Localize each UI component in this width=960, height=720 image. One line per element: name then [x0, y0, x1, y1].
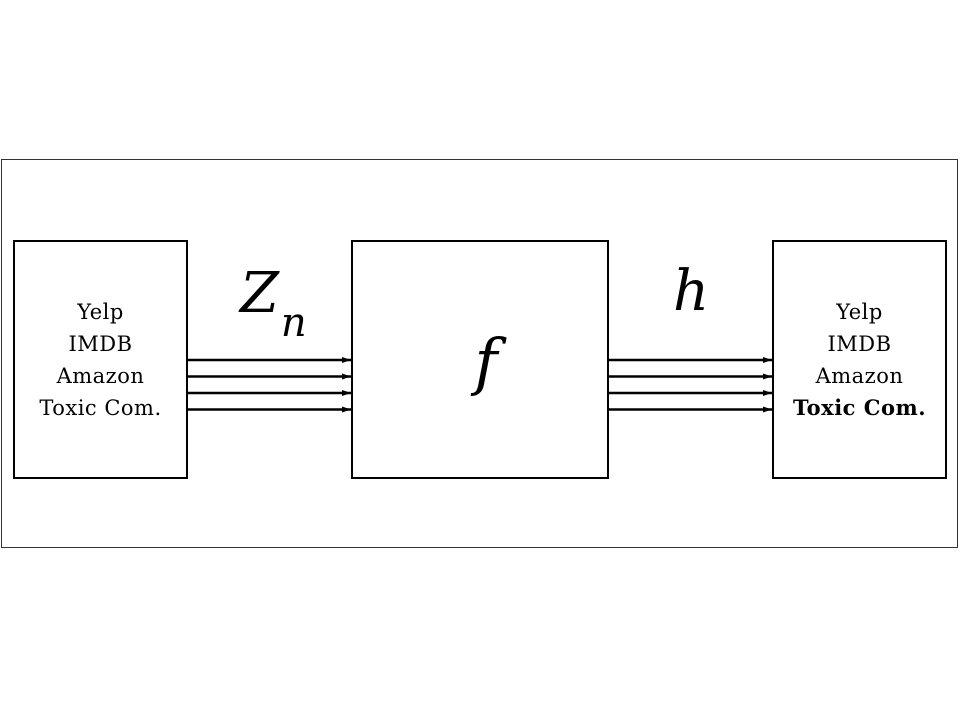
input-variable-subscript: n: [280, 300, 307, 346]
output-variable-label: h: [673, 259, 710, 324]
output-datasets-box: Yelp IMDB Amazon Toxic Com.: [772, 240, 947, 479]
output-dataset-amazon: Amazon: [815, 363, 904, 388]
input-variable-base: Z: [240, 261, 279, 326]
diagram-frame: [1, 159, 958, 548]
output-arrows: [609, 357, 772, 413]
input-dataset-yelp: Yelp: [77, 299, 124, 324]
input-variable-label: Zn: [240, 266, 307, 344]
output-dataset-toxic-com-highlighted: Toxic Com.: [792, 394, 927, 420]
function-box: f: [351, 240, 609, 479]
output-dataset-imdb: IMDB: [827, 331, 892, 356]
input-dataset-amazon: Amazon: [56, 363, 145, 388]
input-dataset-toxic-com: Toxic Com.: [39, 395, 162, 420]
input-dataset-imdb: IMDB: [68, 331, 133, 356]
input-datasets-box: Yelp IMDB Amazon Toxic Com.: [13, 240, 188, 479]
function-symbol: f: [474, 324, 498, 398]
output-dataset-yelp: Yelp: [836, 299, 883, 324]
input-arrows: [188, 357, 351, 413]
